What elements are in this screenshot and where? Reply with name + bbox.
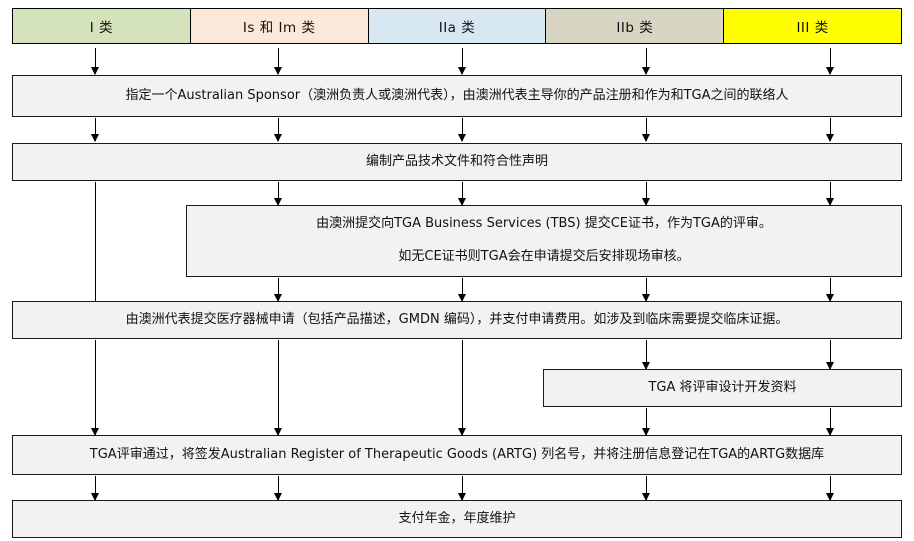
arrow-shaft (278, 48, 279, 74)
connector-arrow-sponsor-col4 (641, 118, 652, 142)
step-text-ce-certificate-line1: 由澳洲提交向TGA Business Services (TBS) 提交CE证书… (316, 216, 772, 232)
connector-arrow-application-col4 (641, 340, 652, 370)
arrow-shaft (830, 476, 831, 500)
arrow-shaft (95, 476, 96, 500)
arrow-shaft (462, 182, 463, 205)
step-box-application: 由澳洲代表提交医疗器械申请（包括产品描述，GMDN 编码），并支付申请费用。如涉… (12, 301, 902, 339)
arrow-shaft (646, 182, 647, 205)
arrow-shaft (278, 278, 279, 301)
arrow-shaft (830, 48, 831, 74)
step-box-technical-file: 编制产品技术文件和符合性声明 (12, 143, 902, 181)
connector-arrow-application-col2 (273, 340, 284, 436)
arrow-shaft (462, 278, 463, 301)
class-header-cell-1: I 类 (13, 9, 191, 43)
arrow-head (642, 67, 650, 75)
class-header-label-5: III 类 (796, 20, 829, 36)
connector-arrow-artg-col1 (90, 476, 101, 501)
arrow-shaft (95, 48, 96, 74)
connector-arrow-techfile-col2 (273, 182, 284, 206)
arrow-head (274, 67, 282, 75)
class-header-label-4: IIb 类 (616, 20, 654, 36)
connector-arrow-application-col1 (90, 340, 101, 436)
arrow-shaft (646, 476, 647, 500)
arrow-head (826, 134, 834, 142)
arrow-shaft (95, 118, 96, 141)
connector-arrow-application-col5 (825, 340, 836, 370)
connector-arrow-artg-col3 (457, 476, 468, 501)
arrow-shaft (95, 340, 96, 435)
arrow-head (458, 67, 466, 75)
step-text-annual-fee: 支付年金，年度维护 (398, 510, 516, 526)
arrow-shaft (646, 408, 647, 435)
arrow-head (274, 134, 282, 142)
arrow-shaft (830, 340, 831, 369)
step-text-ce-certificate-line2: 如无CE证书则TGA会在申请提交后安排现场审核。 (398, 249, 690, 264)
connector-arrow-sponsor-col2 (273, 118, 284, 142)
arrow-head (91, 67, 99, 75)
connector-line-col1-passthrough (90, 182, 101, 301)
step-text-technical-file: 编制产品技术文件和符合性声明 (365, 153, 548, 169)
class-header-cell-2: Is 和 Im 类 (190, 9, 369, 43)
step-box-ce-certificate: 由澳洲提交向TGA Business Services (TBS) 提交CE证书… (186, 205, 902, 277)
connector-arrow-header-col1 (90, 48, 101, 75)
arrow-shaft (95, 182, 96, 301)
connector-arrow-techfile-col3 (457, 182, 468, 206)
arrow-head (642, 134, 650, 142)
step-box-design-review: TGA 将评审设计开发资料 (543, 369, 902, 407)
step-box-annual-fee: 支付年金，年度维护 (12, 500, 902, 538)
step-text-application: 由澳洲代表提交医疗器械申请（包括产品描述，GMDN 编码），并支付申请费用。如涉… (125, 311, 789, 327)
connector-arrow-ce-col5 (825, 278, 836, 302)
arrow-shaft (278, 476, 279, 500)
connector-arrow-artg-col4 (641, 476, 652, 501)
arrow-shaft (278, 118, 279, 141)
arrow-shaft (278, 340, 279, 435)
connector-arrow-design-review-col4 (641, 408, 652, 436)
connector-arrow-header-col3 (457, 48, 468, 75)
connector-arrow-sponsor-col1 (90, 118, 101, 142)
arrow-shaft (462, 118, 463, 141)
step-box-sponsor: 指定一个Australian Sponsor（澳洲负责人或澳洲代表），由澳洲代表… (12, 75, 902, 117)
class-header-cell-3: IIa 类 (368, 9, 547, 43)
arrow-shaft (646, 340, 647, 369)
connector-arrow-ce-col2 (273, 278, 284, 302)
arrow-shaft (462, 340, 463, 435)
connector-arrow-ce-col4 (641, 278, 652, 302)
step-text-sponsor: 指定一个Australian Sponsor（澳洲负责人或澳洲代表），由澳洲代表… (125, 87, 789, 103)
class-header-label-1: I 类 (89, 20, 114, 36)
class-header-label-3: IIa 类 (438, 20, 476, 36)
step-text-artg-listing: TGA评审通过，将签发Australian Register of Therap… (89, 446, 825, 462)
class-header-label-2: Is 和 Im 类 (242, 20, 316, 36)
connector-arrow-sponsor-col5 (825, 118, 836, 142)
class-header-cell-4: IIb 类 (546, 9, 725, 43)
arrow-shaft (646, 118, 647, 141)
class-header-row: I 类 Is 和 Im 类 IIa 类 IIb 类 III 类 (12, 8, 902, 44)
connector-arrow-ce-col3 (457, 278, 468, 302)
step-box-artg-listing: TGA评审通过，将签发Australian Register of Therap… (12, 435, 902, 475)
arrow-shaft (830, 408, 831, 435)
arrow-shaft (646, 278, 647, 301)
arrow-shaft (830, 278, 831, 301)
connector-arrow-techfile-col5 (825, 182, 836, 206)
connector-arrow-artg-col2 (273, 476, 284, 501)
connector-arrow-techfile-col4 (641, 182, 652, 206)
arrow-head (458, 134, 466, 142)
arrow-shaft (462, 476, 463, 500)
connector-arrow-header-col2 (273, 48, 284, 75)
connector-arrow-header-col5 (825, 48, 836, 75)
arrow-shaft (646, 48, 647, 74)
connector-arrow-sponsor-col3 (457, 118, 468, 142)
connector-arrow-application-col3 (457, 340, 468, 436)
arrow-shaft (830, 182, 831, 205)
arrow-shaft (462, 48, 463, 74)
connector-arrow-header-col4 (641, 48, 652, 75)
arrow-shaft (278, 182, 279, 205)
arrow-head (826, 67, 834, 75)
class-header-cell-5: III 类 (724, 9, 901, 43)
connector-arrow-artg-col5 (825, 476, 836, 501)
step-text-design-review: TGA 将评审设计开发资料 (648, 379, 797, 395)
arrow-head (91, 134, 99, 142)
arrow-shaft (830, 118, 831, 141)
connector-arrow-design-review-col5 (825, 408, 836, 436)
